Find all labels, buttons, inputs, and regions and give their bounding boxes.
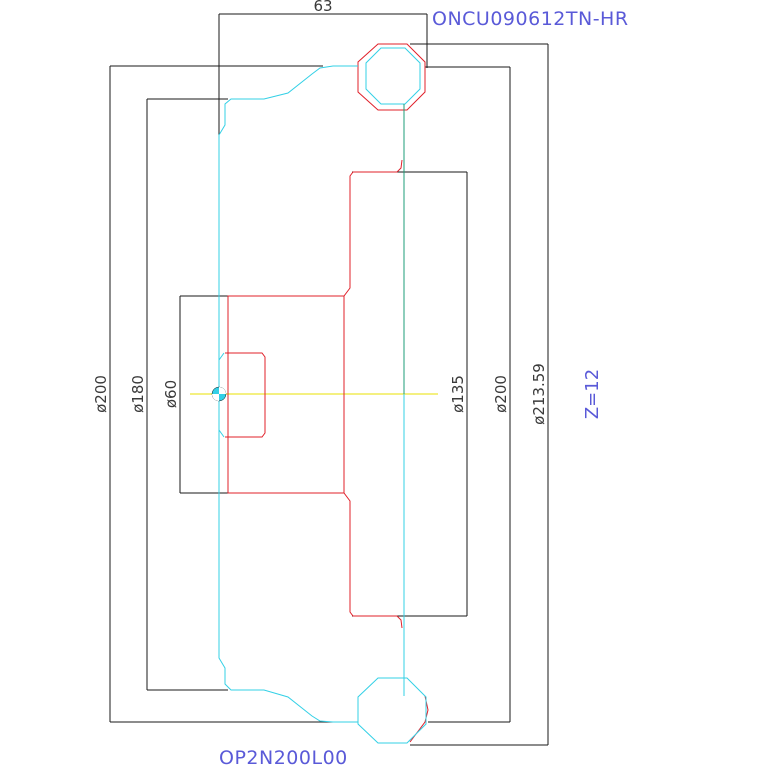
tool-profile: [218, 47, 427, 744]
dia-200-left-dimension: ø200: [92, 375, 110, 413]
insert-code-label: ONCU090612TN-HR: [432, 8, 629, 30]
width-dimension: 63: [313, 0, 332, 15]
teeth-count-label: Z=12: [582, 369, 603, 419]
dia-135-dimension: ø135: [449, 375, 467, 413]
dimension-lines: [109, 13, 549, 746]
cutter-body: [225, 43, 429, 743]
dia-60-dimension: ø60: [162, 380, 180, 408]
dia-213-dimension: ø213.59: [530, 363, 548, 425]
dia-180-dimension: ø180: [129, 375, 147, 413]
dia-200-right-dimension: ø200: [492, 375, 510, 413]
center-marker: [211, 386, 227, 402]
tool-code-label: OP2N200L00: [219, 747, 348, 767]
